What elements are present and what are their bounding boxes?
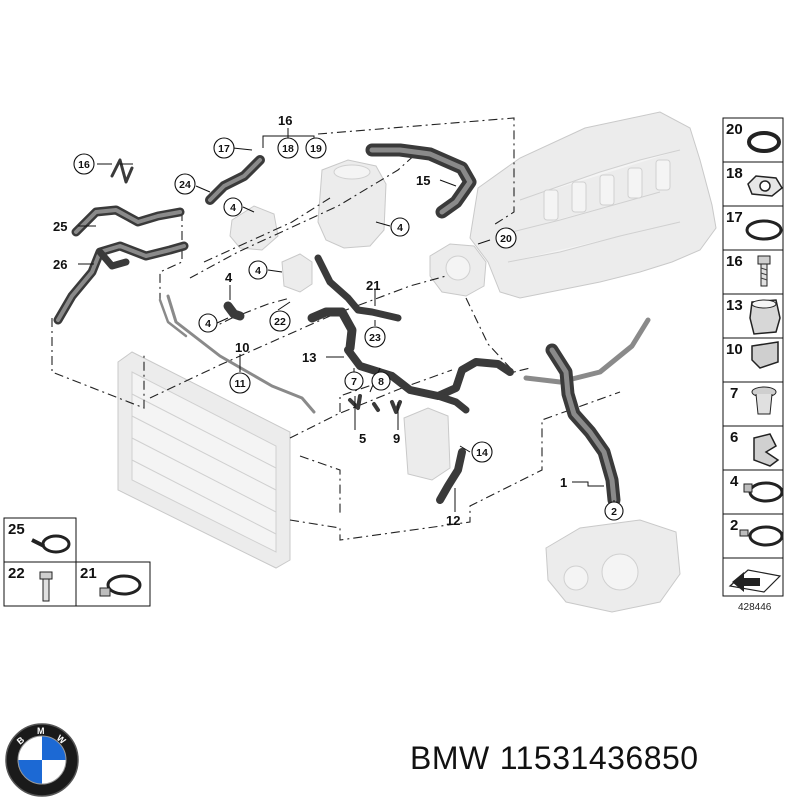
screw-icon	[757, 255, 771, 287]
diagram-number: 428446	[738, 602, 772, 613]
table-label-18: 18	[726, 165, 743, 182]
radiator-illustration	[117, 351, 291, 569]
table-label-21: 21	[80, 565, 97, 582]
callout-20: 20	[495, 227, 517, 249]
svg-text:19: 19	[310, 143, 322, 155]
expansion-tank-illustration	[317, 159, 387, 249]
holder-clip-icon	[753, 433, 780, 467]
hoses	[53, 143, 621, 507]
callout-2: 2	[604, 501, 624, 521]
bleed-pipe-illustration	[166, 294, 651, 414]
callout-7: 8	[371, 371, 391, 391]
o-ring-icon	[745, 219, 783, 241]
svg-text:18: 18	[282, 143, 294, 155]
svg-text:4: 4	[255, 265, 261, 277]
table-label-7: 7	[730, 385, 738, 402]
svg-text:20: 20	[500, 233, 512, 245]
svg-text:17: 17	[218, 143, 230, 155]
water-pump-illustration	[429, 243, 487, 297]
band-clamp-icon	[743, 481, 784, 503]
svg-text:11: 11	[234, 378, 245, 390]
lower-engine-illustration	[545, 519, 681, 613]
callout-17: 18	[277, 137, 299, 159]
callout-15: 16	[278, 113, 292, 128]
callout-19: 21	[366, 278, 380, 293]
bolt-icon	[39, 571, 53, 602]
svg-text:4: 4	[397, 222, 403, 234]
table-label-17: 17	[726, 209, 743, 226]
hose-clamp-21-icon	[99, 574, 142, 597]
gasket-icon	[747, 175, 783, 197]
callouts: 1 4 5 9 10 12 13 15 16 21 25 26 2 4 4 4 …	[53, 113, 624, 528]
auxiliary-tank-illustration	[403, 407, 451, 481]
thermostat-illustration	[229, 205, 279, 251]
table-label-4: 4	[730, 473, 739, 490]
table-label-25: 25	[8, 521, 25, 538]
parts-table-right: 20 18 17 16 13 10 7 6 4 2	[722, 117, 784, 613]
spring-clamp-icon	[739, 525, 784, 547]
svg-text:24: 24	[179, 179, 191, 191]
callout-18: 19	[305, 137, 327, 159]
callout-11: 12	[446, 513, 460, 528]
table-label-16: 16	[726, 253, 743, 270]
coupling-icon	[749, 299, 781, 335]
callout-22: 23	[364, 326, 386, 348]
callout-8: 9	[393, 431, 400, 446]
callout-9: 10	[235, 340, 249, 355]
seal-ring-icon	[747, 131, 781, 153]
callout-6: 7	[344, 371, 364, 391]
callout-4b: 4	[390, 217, 410, 237]
svg-text:4: 4	[205, 318, 211, 330]
parts-table-bottom: 25 22 21	[3, 517, 151, 607]
engine-block-illustration	[469, 111, 717, 299]
logo-letter-m: M	[37, 726, 45, 736]
callout-5: 5	[359, 431, 366, 446]
svg-text:8: 8	[378, 376, 384, 388]
callout-12: 13	[302, 350, 316, 365]
brand-name: BMW	[410, 740, 490, 776]
svg-text:14: 14	[476, 447, 488, 459]
callout-4c: 4	[248, 260, 268, 280]
hose-clamp-icon	[751, 341, 779, 369]
expanding-rivet-icon	[751, 386, 777, 415]
table-label-6: 6	[730, 429, 738, 446]
svg-text:22: 22	[274, 316, 286, 328]
table-label-20: 20	[726, 121, 743, 138]
electric-pump-illustration	[281, 253, 313, 293]
callout-10: 11	[229, 372, 251, 394]
callout-4d: 4	[198, 313, 218, 333]
svg-text:4: 4	[230, 202, 236, 214]
spring-clamp-25-icon	[31, 534, 71, 554]
table-label-10: 10	[726, 341, 743, 358]
svg-text:23: 23	[369, 332, 381, 344]
table-label-2: 2	[730, 517, 738, 534]
callout-16b: 17	[213, 137, 235, 159]
svg-text:16: 16	[78, 159, 90, 171]
logo-letter-b: B	[15, 734, 27, 746]
callout-16a: 16	[73, 153, 95, 175]
callout-4a: 4	[223, 197, 243, 217]
svg-text:7: 7	[351, 376, 357, 388]
reference-arrow-icon	[728, 569, 782, 593]
callout-1: 1	[560, 475, 567, 490]
table-label-13: 13	[726, 297, 743, 314]
callout-23: 25	[53, 219, 67, 234]
callout-24: 26	[53, 257, 67, 272]
callout-21: 22	[269, 310, 291, 332]
svg-text:2: 2	[611, 506, 617, 518]
callout-14: 15	[416, 173, 430, 188]
callout-25: 24	[174, 173, 196, 195]
callout-3: 4	[225, 270, 233, 285]
callout-13: 14	[471, 441, 493, 463]
part-number: 11531436850	[499, 740, 699, 776]
bmw-logo: B M W	[5, 723, 79, 797]
table-label-22: 22	[8, 565, 25, 582]
